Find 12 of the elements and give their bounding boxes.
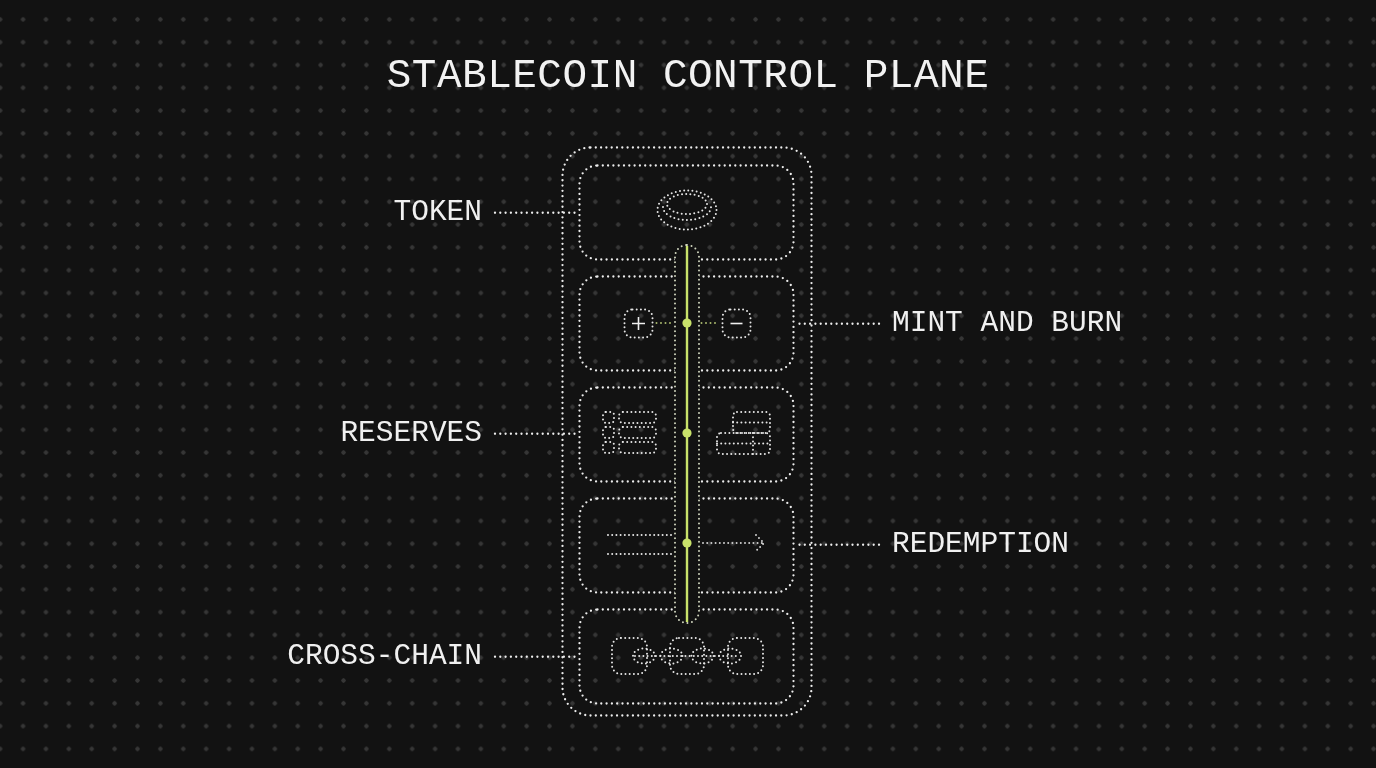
layer-label: REDEMPTION bbox=[892, 530, 1070, 560]
layer-label: RESERVES bbox=[340, 419, 482, 449]
layer-label: TOKEN bbox=[393, 198, 482, 228]
layer-panel bbox=[578, 275, 795, 372]
layer-panel bbox=[578, 608, 795, 705]
layer-panel bbox=[578, 386, 795, 483]
diagram-title: STABLECOIN CONTROL PLANE bbox=[386, 56, 990, 97]
stack-container bbox=[561, 146, 813, 717]
layer-label: CROSS-CHAIN bbox=[287, 642, 482, 672]
layer-panel bbox=[578, 497, 795, 594]
layer-label: MINT AND BURN bbox=[892, 309, 1123, 339]
layer-panel bbox=[578, 164, 795, 261]
